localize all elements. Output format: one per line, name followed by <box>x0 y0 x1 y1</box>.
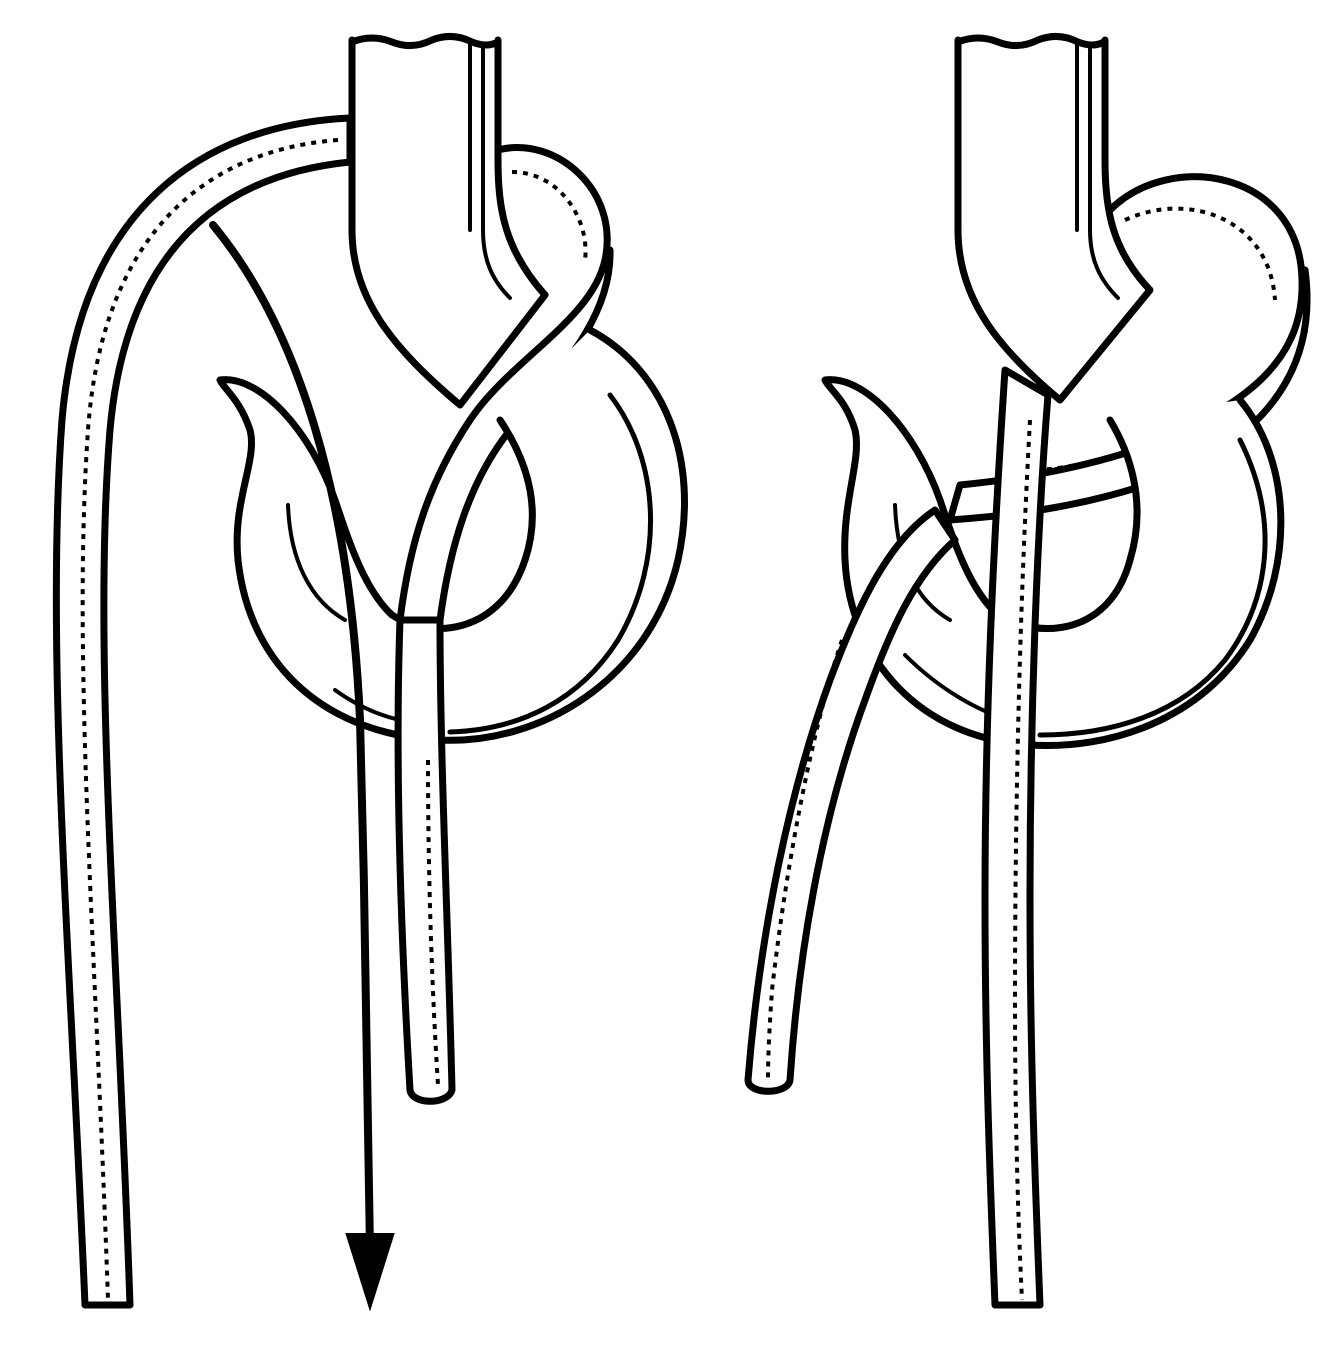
hook-shank-2 <box>954 33 1154 404</box>
rope-standing-part-2 <box>981 366 1052 1309</box>
rope-left-standing-part <box>52 114 354 1309</box>
hook-bend <box>216 326 688 744</box>
direction-arrow <box>209 221 395 1312</box>
arrowhead <box>345 1233 395 1312</box>
rope-tail-2 <box>744 506 959 1095</box>
panel-step-1 <box>52 33 688 1312</box>
hook-shank <box>348 33 549 409</box>
rope-working-end <box>394 616 456 1105</box>
panel-step-2 <box>744 33 1311 1309</box>
